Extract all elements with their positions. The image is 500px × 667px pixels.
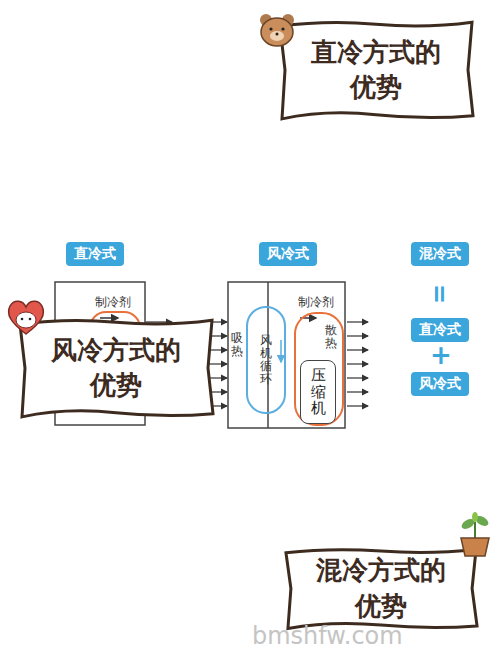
- type-pill: 直冷式: [66, 242, 124, 266]
- refrigerant-label: 制冷剂: [298, 294, 334, 311]
- heart-icon: [6, 298, 46, 336]
- board-outline: [276, 18, 476, 122]
- board-outline: [16, 316, 216, 420]
- sign-board: 混冷方式的 优势: [282, 546, 480, 631]
- board-title: 混冷方式的 优势: [306, 553, 456, 623]
- type-pill: 风冷式: [411, 372, 469, 396]
- refrigerant-label: 制冷剂: [95, 294, 131, 311]
- type-pill: 直冷式: [411, 318, 469, 342]
- pill-label: 直冷式: [419, 321, 461, 339]
- part-label: 风机循环: [260, 334, 272, 387]
- sign-board: 风冷方式的 优势: [16, 316, 216, 420]
- fan-loop: 风机循环: [246, 306, 286, 414]
- fan-flow-arrow: [280, 340, 282, 362]
- watermark: bmshfw.com: [252, 622, 403, 650]
- heat-absorb-label: 吸热: [231, 332, 243, 358]
- board-title: 直冷方式的 优势: [301, 35, 451, 105]
- compressor-box: 压缩机: [300, 360, 336, 424]
- type-pill: 混冷式: [411, 242, 469, 266]
- pill-label: 风冷式: [419, 375, 461, 393]
- plus-sign: +: [430, 340, 452, 370]
- pill-label: 直冷式: [74, 245, 116, 263]
- exhaust-arrows: [347, 322, 368, 406]
- plant-icon: [455, 512, 495, 558]
- refrigerant-arrow: [300, 317, 316, 319]
- board-title: 风冷方式的 优势: [41, 333, 191, 403]
- sign-board: 直冷方式的 优势: [276, 18, 476, 122]
- air-box: [228, 282, 345, 428]
- bear-icon: [258, 12, 296, 48]
- pill-label: 混冷式: [419, 245, 461, 263]
- refrigerant-loop: 散热压缩机: [294, 312, 344, 426]
- part-label: 压缩机: [311, 367, 326, 417]
- type-pill: 风冷式: [259, 242, 317, 266]
- part-label: 散热: [325, 324, 337, 350]
- pill-label: 风冷式: [267, 245, 309, 263]
- equals-sign: =: [425, 284, 453, 304]
